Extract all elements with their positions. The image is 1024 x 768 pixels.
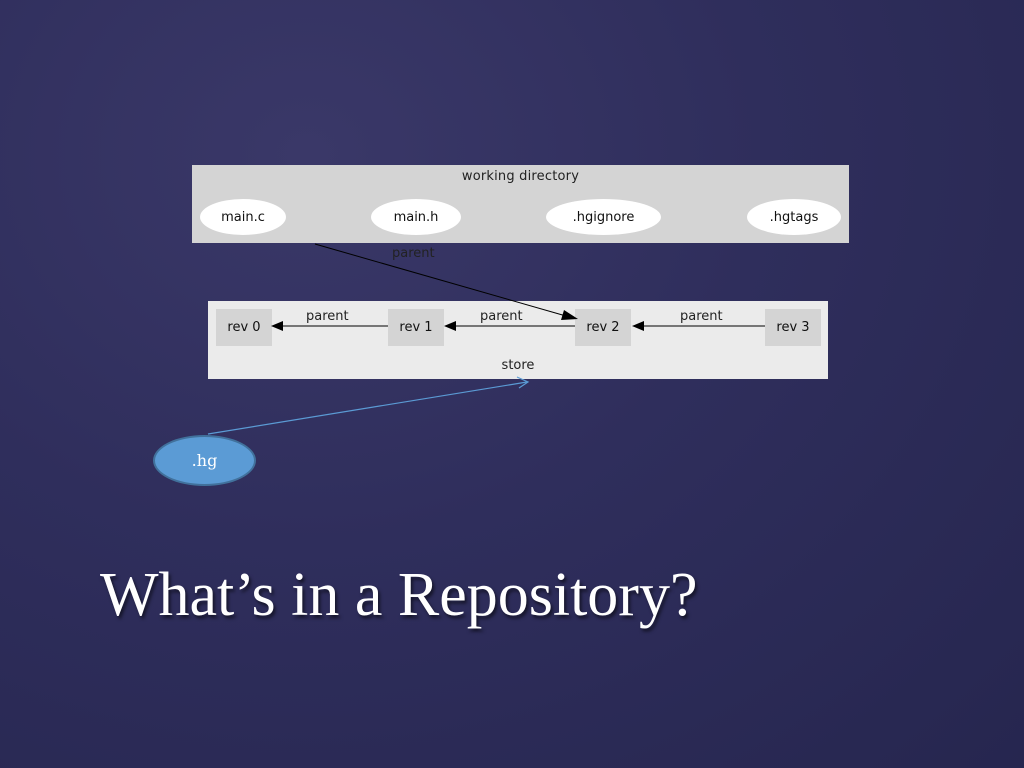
store-box: rev 0 rev 1 rev 2 rev 3 store bbox=[208, 301, 828, 379]
arrowhead-hg-to-store bbox=[516, 376, 530, 389]
arrowhead-wd-to-rev2 bbox=[561, 310, 578, 320]
slide-title: What’s in a Repository? bbox=[100, 561, 698, 629]
working-directory-box: working directory main.c main.h .hgignor… bbox=[192, 165, 849, 243]
edge-hg-to-store bbox=[207, 381, 528, 435]
rev-0: rev 0 bbox=[216, 309, 272, 346]
arrowhead-rev2-to-rev1 bbox=[444, 321, 456, 331]
rev-2: rev 2 bbox=[575, 309, 631, 346]
working-directory-title: working directory bbox=[461, 169, 580, 184]
file-main-h: main.h bbox=[371, 199, 461, 235]
rev-3: rev 3 bbox=[765, 309, 821, 346]
rev-1: rev 1 bbox=[388, 309, 444, 346]
arrowhead-rev3-to-rev2 bbox=[632, 321, 644, 331]
arrowhead-rev1-to-rev0 bbox=[271, 321, 283, 331]
edge-label-rev1-rev0: parent bbox=[306, 309, 349, 324]
working-directory-parent-label: parent bbox=[392, 246, 435, 261]
edge-wd-to-rev2 bbox=[314, 243, 567, 317]
edge-label-rev2-rev1: parent bbox=[480, 309, 523, 324]
edge-label-rev3-rev2: parent bbox=[680, 309, 723, 324]
file-main-c: main.c bbox=[200, 199, 286, 235]
file-hgtags: .hgtags bbox=[747, 199, 841, 235]
file-hgignore: .hgignore bbox=[546, 199, 661, 235]
store-label: store bbox=[501, 358, 535, 373]
hg-node: .hg bbox=[153, 435, 256, 486]
